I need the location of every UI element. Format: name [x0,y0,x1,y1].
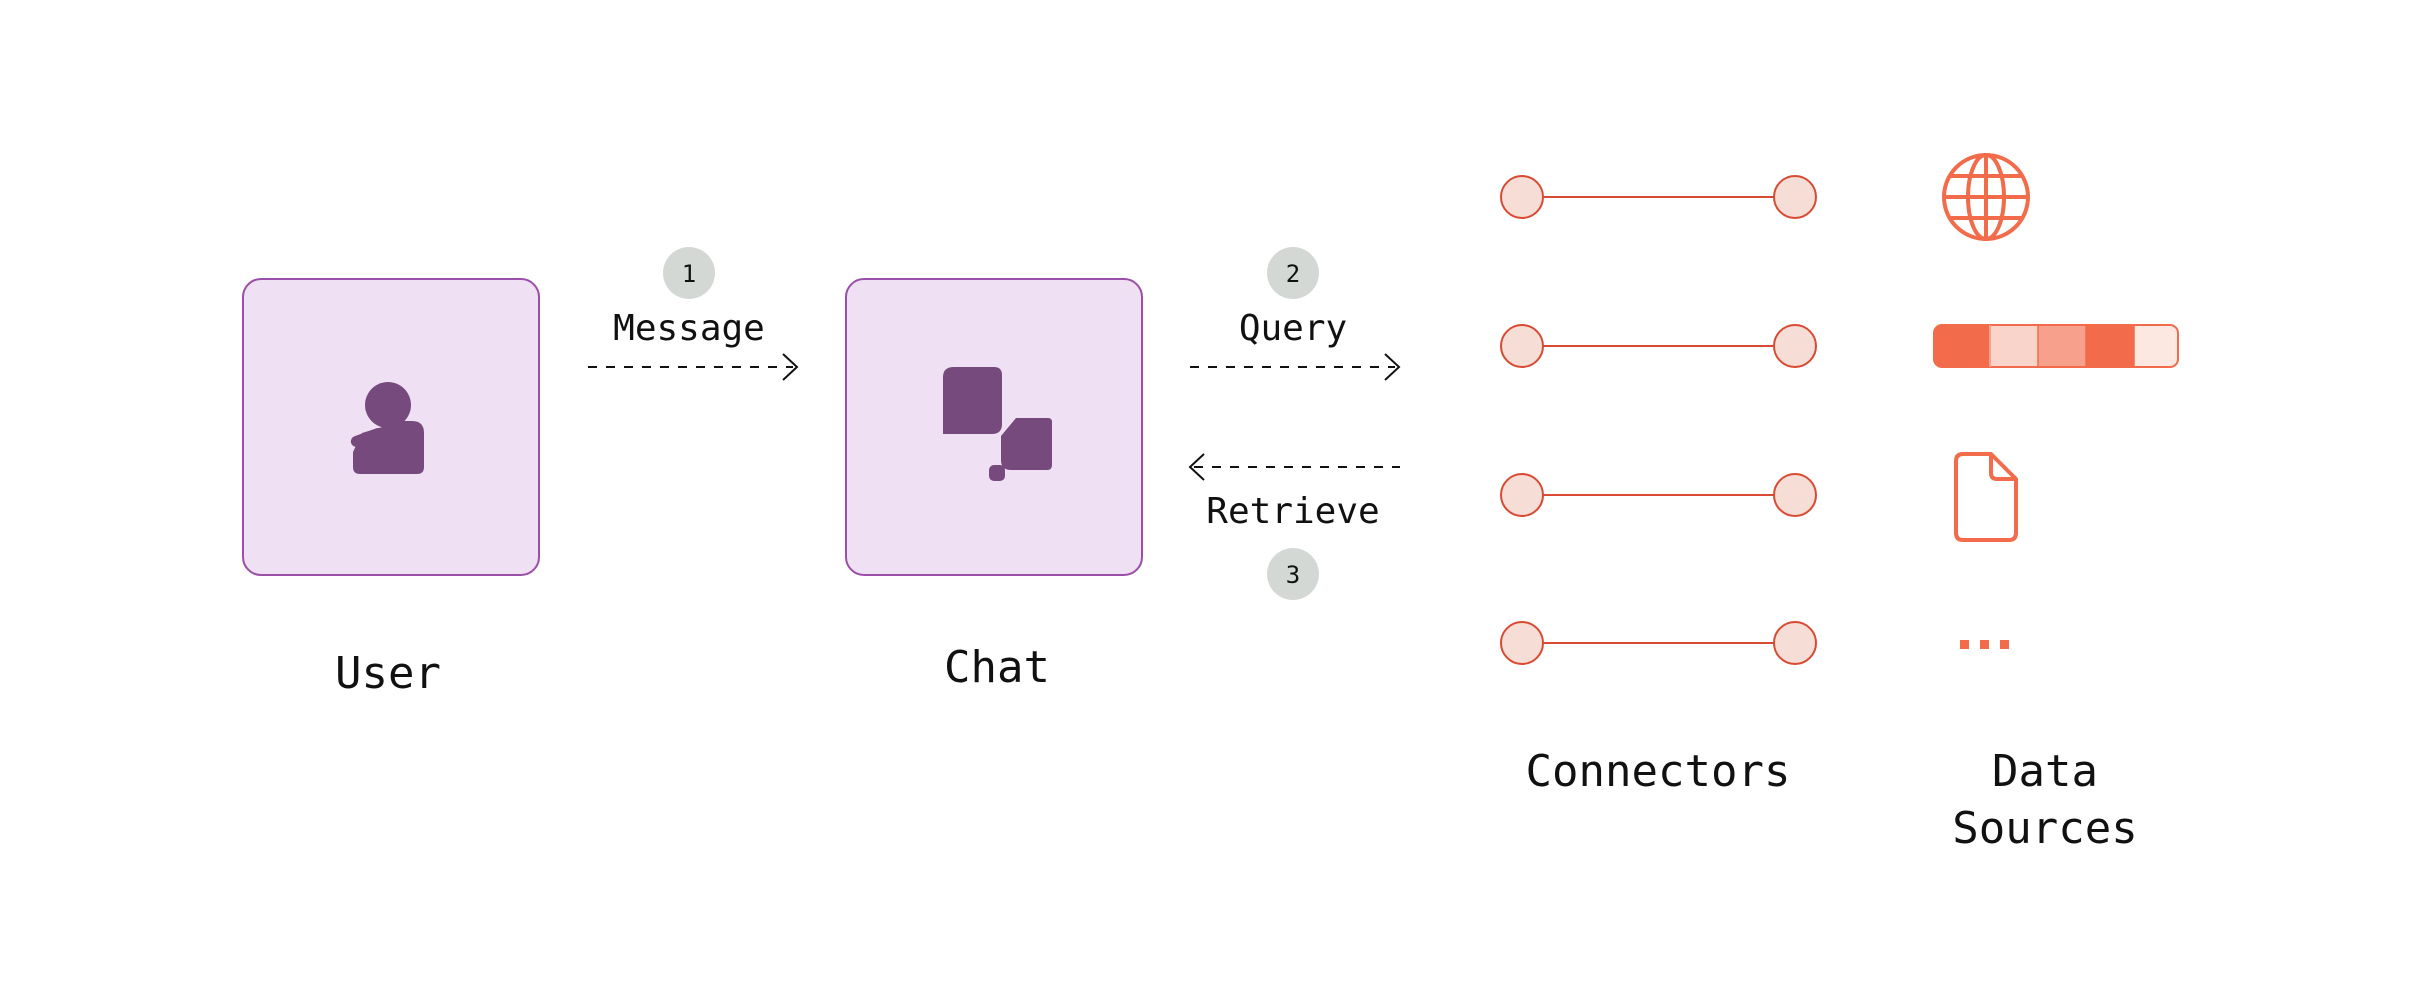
connector-1 [1500,175,1817,219]
table-strip-icon [1933,324,2179,368]
step-2-badge [1267,247,1319,299]
step-1-label: Message [613,308,765,349]
step-2-label: Query [1239,308,1347,349]
query-arrow-right [1190,353,1401,381]
data-sources-label-line1: Data [1992,746,2098,797]
chat-node: Chat [845,278,1143,693]
step-2-number: 2 [1286,260,1300,288]
connector-4 [1500,621,1817,665]
step-1-message: 1 Message [588,247,799,381]
step-3-number: 3 [1286,561,1300,589]
data-sources-label-line2: Sources [1952,803,2137,854]
globe-icon [1942,153,2030,241]
step-3-retrieve: Retrieve 3 [1188,453,1400,600]
connector-2 [1500,324,1817,368]
document-icon [1954,452,2018,542]
connectors-group: Connectors [1500,175,1817,797]
ellipsis-icon [1960,640,2009,649]
chat-label: Chat [944,642,1050,693]
message-arrow-right [588,353,799,381]
user-label: User [335,648,441,699]
step-2-query: 2 Query [1190,247,1401,381]
step-3-badge [1267,548,1319,600]
step-1-badge [663,247,715,299]
connectors-label: Connectors [1526,746,1791,797]
connector-3 [1500,473,1817,517]
user-icon [350,382,424,474]
step-1-number: 1 [682,260,696,288]
chat-bubbles-icon [943,367,1052,481]
user-node: User [242,278,540,699]
data-sources-group: Data Sources [1933,153,2179,854]
step-3-label: Retrieve [1206,491,1379,532]
retrieve-arrow-left [1188,453,1400,481]
